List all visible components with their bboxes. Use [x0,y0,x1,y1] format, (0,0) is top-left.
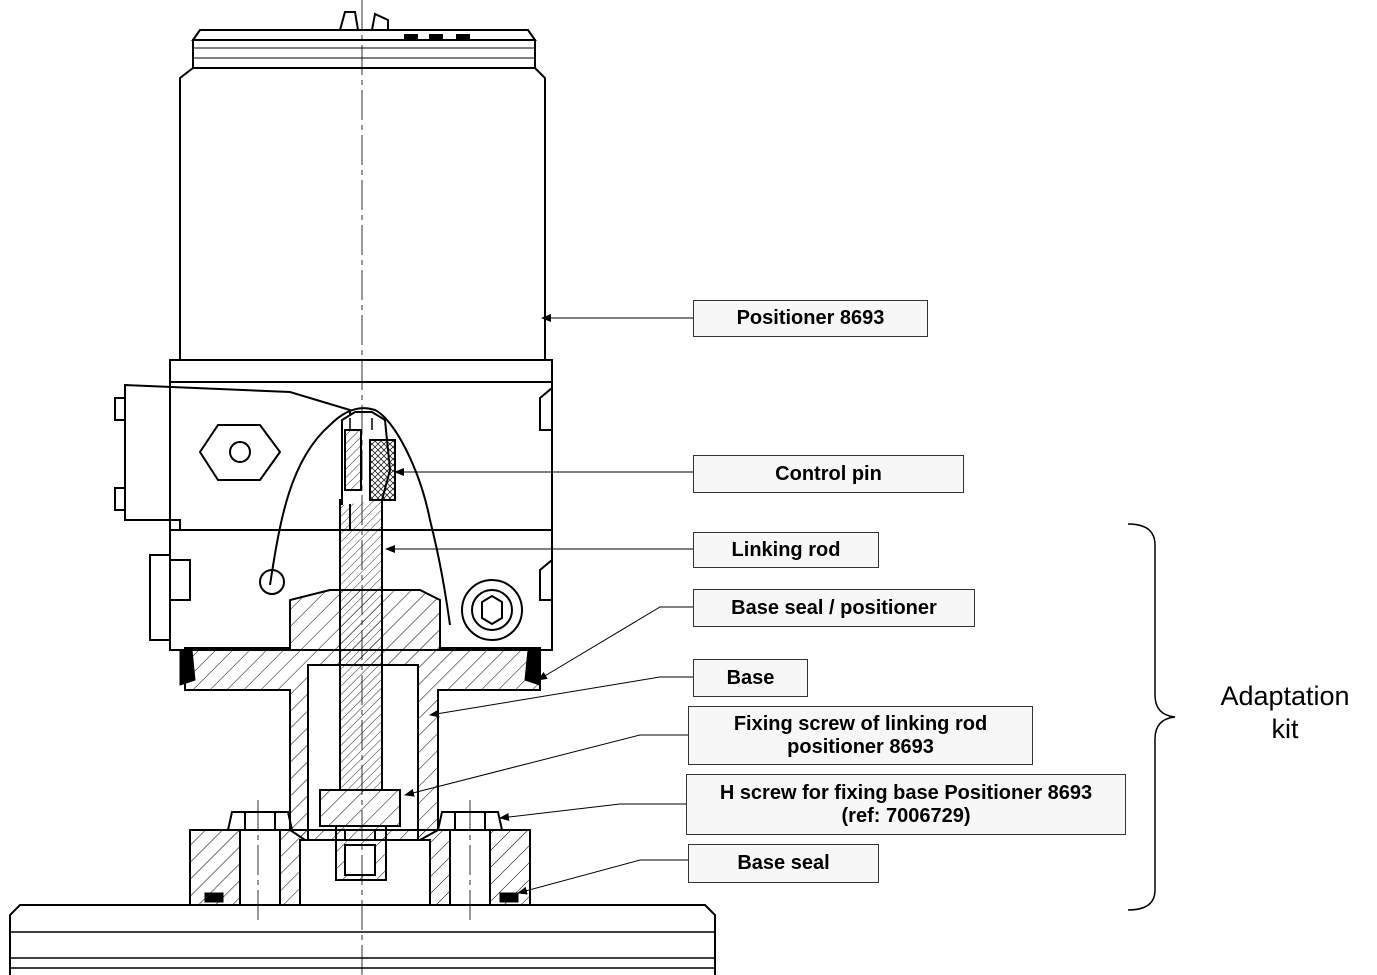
center-lines [257,0,471,975]
adaptation-kit-label-line2: kit [1271,714,1299,744]
positioner-body [169,67,553,383]
callout-h-screw: H screw for fixing base Positioner 8693 … [686,774,1126,835]
actuator-top [9,904,716,975]
callout-base-seal: Base seal [688,844,879,883]
linking-rod [339,411,396,791]
adaptation-kit-bracket [1127,523,1176,911]
callout-base: Base [693,659,808,697]
cutaway-outline [269,407,451,626]
lower-block [189,829,531,906]
leader-lines [385,314,693,895]
callout-linking-rod: Linking rod [693,532,879,568]
adaptation-kit-label: Adaptation kit [1195,680,1375,746]
adaptation-kit-label-line1: Adaptation [1220,681,1350,711]
callout-control-pin: Control pin [693,455,964,493]
callout-fixing-screw: Fixing screw of linking rod positioner 8… [688,706,1033,765]
h-screw-left [226,811,294,831]
callout-base-seal-positioner: Base seal / positioner [693,589,975,627]
positioner-housing [114,382,553,601]
callout-positioner: Positioner 8693 [693,300,928,337]
h-screw-right [436,811,504,831]
positioner-cover-top [191,11,537,69]
